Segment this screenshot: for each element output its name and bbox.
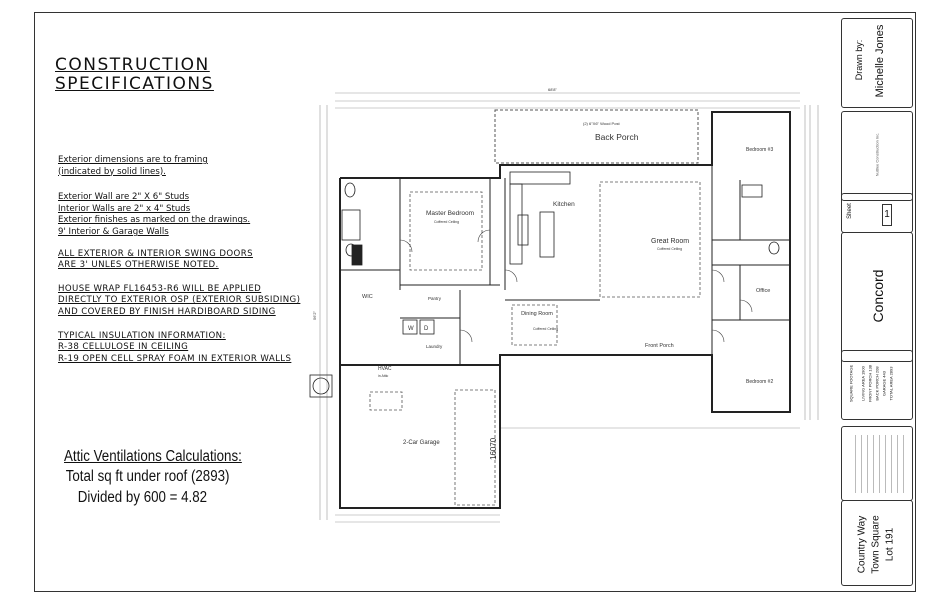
label-dim-left: 56'2" (312, 311, 317, 320)
label-great-room-ceiling: Coffered Ceiling (657, 247, 682, 251)
note-group-insulation: TYPICAL INSULATION INFORMATION: R-38 CEL… (58, 331, 328, 366)
note-line: R-19 OPEN CELL SPRAY FOAM IN EXTERIOR WA… (58, 353, 292, 364)
drawn-by-label: Drawn by: (854, 39, 864, 81)
label-front-porch: Front Porch (645, 343, 674, 349)
plan-name: Concord (870, 269, 886, 323)
label-dryer: D (424, 326, 429, 332)
label-back-porch: Back Porch (595, 132, 639, 142)
company-box: Nuttlee Construction Inc. (841, 111, 913, 201)
note-line: R-38 CELLULOSE IN CEILING (58, 342, 189, 353)
door-swings (399, 229, 753, 343)
label-kitchen: Kitchen (553, 201, 575, 208)
address-line-3: Lot 191 (884, 527, 896, 562)
company-name: Nuttlee Construction Inc. (874, 132, 880, 177)
note-line: Exterior Wall are 2" X 6" Studs (58, 192, 190, 203)
label-hvac-sub: in Attic (378, 374, 389, 378)
note-group-walls: Exterior Wall are 2" X 6" Studs Interior… (58, 192, 328, 238)
note-line: Interior Walls are 2" x 4" Studs (58, 203, 191, 214)
sheet-box: Sheet 1 (841, 193, 913, 233)
footage-label: FRONT PORCH (867, 372, 873, 403)
footage-value: 443 (881, 371, 887, 378)
note-line: AND COVERED BY FINISH HARDIBOARD SIDING (58, 306, 276, 317)
label-hvac: HVAC (378, 366, 392, 372)
footage-title: SQUARE FOOTAGE (848, 364, 854, 403)
title-line-1: CONSTRUCTION (55, 55, 210, 75)
label-garage-dimension: 16070 (489, 437, 498, 460)
sheet-number: 1 (882, 204, 892, 226)
footage-value: 138 (867, 364, 873, 372)
attic-title: Attic Ventilations Calculations: (64, 448, 242, 465)
label-dining-ceiling: Coffered Ceiling (533, 327, 558, 331)
note-line: ALL EXTERIOR & INTERIOR SWING DOORS (58, 248, 253, 259)
note-line: Exterior dimensions are to framing (58, 155, 208, 165)
footage-label: GARAGE (881, 378, 887, 396)
title-block: Drawn by: Michelle Jones Nuttlee Constru… (838, 12, 916, 592)
footage-value: 1900 (860, 366, 866, 376)
label-great-room: Great Room (651, 238, 689, 245)
label-master-ceiling: Coffered Ceiling (434, 220, 459, 224)
label-laundry: Laundry (426, 344, 443, 349)
specifications-title: CONSTRUCTION SPECIFICATIONS (55, 56, 214, 94)
note-line: (indicated by solid lines). (58, 166, 166, 177)
revision-box (841, 426, 913, 501)
note-line: ARE 3' UNLES OTHERWISE NOTED. (58, 260, 219, 271)
label-bedroom-2: Bedroom #2 (746, 379, 773, 385)
footage-label: LIVING AREA (860, 376, 866, 401)
drawn-by-name: Michelle Jones (874, 24, 886, 98)
footage-label: TOTAL AREA (888, 376, 894, 401)
attic-ventilation-calculation: Attic Ventilations Calculations: Total s… (64, 448, 304, 508)
label-bedroom-3: Bedroom #3 (746, 147, 773, 153)
label-master-bedroom: Master Bedroom (426, 210, 474, 217)
ceiling-lines (369, 181, 701, 506)
address-box: Country Way Town Square Lot 191 (841, 500, 913, 586)
footage-label: BACK PORCH (874, 374, 880, 401)
plan-name-box: Concord (841, 232, 913, 362)
title-line-2: SPECIFICATIONS (55, 74, 214, 94)
label-dim-top: 68'8" (548, 87, 557, 92)
note-line: HOUSE WRAP FL16453-R6 WILL BE APPLIED (58, 283, 262, 294)
label-pantry: Pantry (428, 296, 442, 301)
specifications-notes: Exterior dimensions are to framing (indi… (58, 155, 328, 371)
note-group-framing: Exterior dimensions are to framing (indi… (58, 155, 328, 178)
footage-value: 2893 (888, 366, 894, 376)
note-group-house-wrap: HOUSE WRAP FL16453-R6 WILL BE APPLIED DI… (58, 284, 328, 319)
bathroom-fixtures (309, 182, 780, 398)
footage-value: 208 (874, 366, 880, 374)
attic-divide-line: Divided by 600 = 4.82 (77, 489, 208, 506)
label-wood-post: (2) 6"X6" Wood Post (583, 121, 620, 126)
note-line: Exterior finishes as marked on the drawi… (58, 215, 251, 226)
drawing-sheet-border (34, 12, 916, 592)
address-line-1: Country Way (856, 515, 868, 574)
label-garage: 2-Car Garage (403, 440, 440, 446)
sheet-label: Sheet (847, 203, 853, 219)
laundry-appliances (402, 319, 435, 335)
label-office: Office (756, 288, 770, 294)
revision-lines (850, 435, 906, 493)
dimension-lines (319, 92, 819, 523)
kitchen-counters (509, 171, 571, 265)
note-line: DIRECTLY TO EXTERIOR OSP (EXTERIOR SUBSI… (58, 295, 301, 306)
drawn-by-box: Drawn by: Michelle Jones (841, 18, 913, 108)
label-dining-room: Dining Room (521, 311, 553, 317)
plan-labels: Back Porch (2) 6"X6" Wood Post Master Be… (312, 87, 773, 460)
address-line-2: Town Square (870, 515, 882, 574)
exterior-walls (339, 111, 791, 509)
note-line: TYPICAL INSULATION INFORMATION: (58, 330, 226, 341)
square-footage-box: SQUARE FOOTAGE LIVING AREA 1900 FRONT PO… (841, 350, 913, 420)
interior-walls (340, 109, 790, 365)
note-group-doors: ALL EXTERIOR & INTERIOR SWING DOORS ARE … (58, 249, 328, 272)
attic-total-line: Total sq ft under roof (2893) (65, 468, 230, 485)
label-washer: W (408, 326, 414, 332)
note-line: 9' Interior & Garage Walls (58, 226, 169, 237)
label-wic: WIC (362, 294, 373, 300)
